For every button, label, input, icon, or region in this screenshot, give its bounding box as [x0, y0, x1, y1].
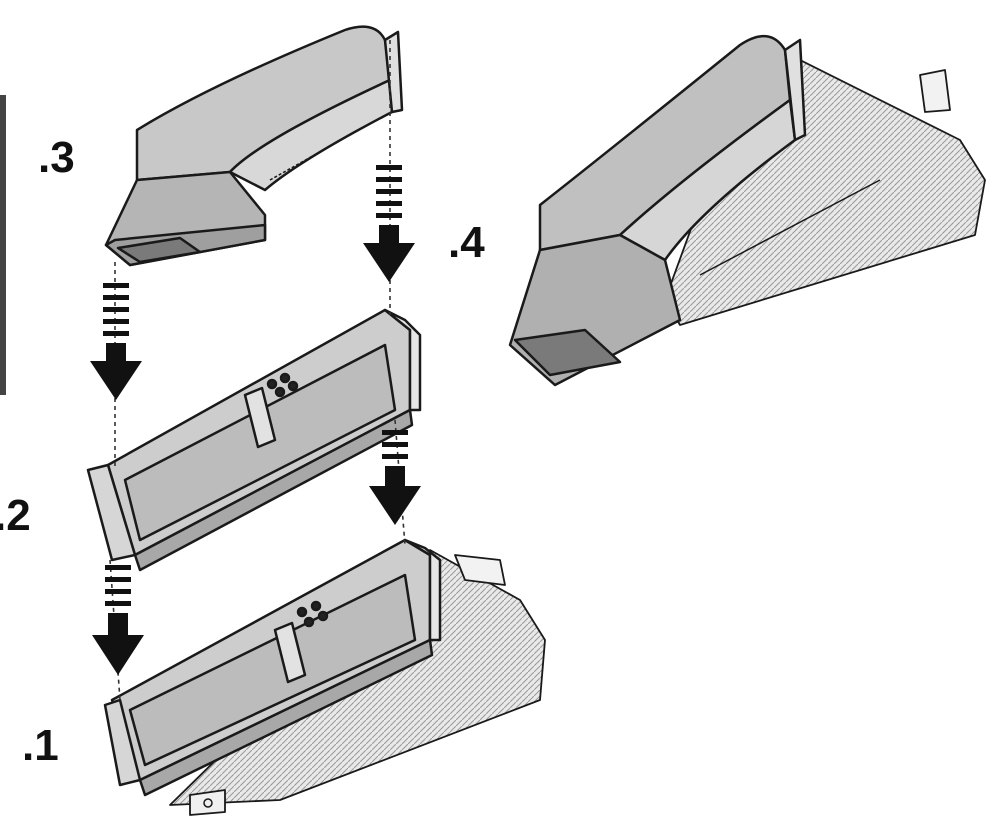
part-3-cover: [104, 25, 404, 267]
down-arrow-icon: [92, 565, 144, 675]
step-label-1: .1: [22, 721, 59, 770]
down-arrow-icon: [90, 283, 142, 400]
step-label-4: .4: [448, 218, 485, 267]
step-label-2: .2: [0, 491, 31, 540]
part-4-assembled: [508, 35, 986, 387]
down-arrow-icon: [363, 165, 415, 282]
part-1-base: [103, 538, 546, 816]
down-arrow-icon: [369, 430, 421, 525]
step-label-3: .3: [38, 133, 75, 182]
part-2-tray: [86, 308, 422, 572]
left-edge-bar: [0, 95, 6, 395]
